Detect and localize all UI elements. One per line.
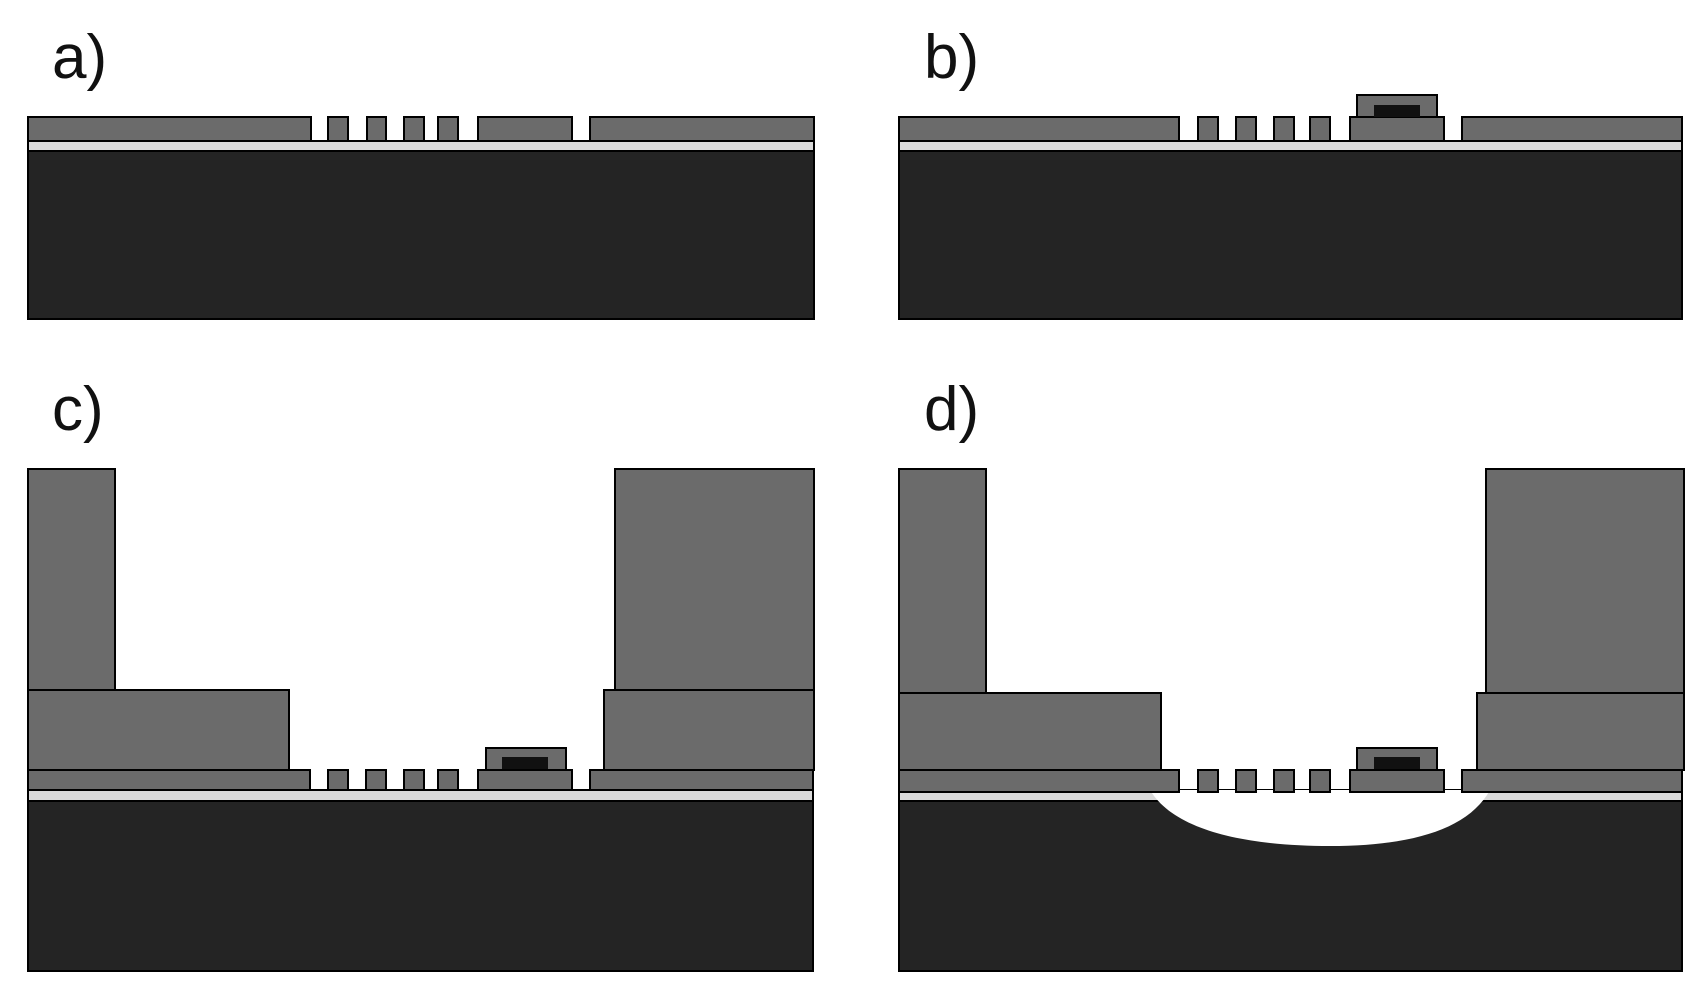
grating-tooth bbox=[365, 769, 387, 791]
grating-tooth bbox=[327, 116, 349, 142]
cladding-block-right bbox=[603, 689, 815, 771]
pillar-left bbox=[898, 468, 987, 694]
pillar-left bbox=[27, 468, 116, 691]
cladding-block-left bbox=[898, 692, 1162, 771]
substrate bbox=[898, 150, 1683, 320]
contact-core bbox=[502, 757, 548, 769]
panel-a: a) bbox=[27, 23, 815, 320]
cladding-block-right bbox=[1476, 692, 1685, 771]
device-layer-right bbox=[1461, 769, 1683, 793]
grating-tooth bbox=[1197, 769, 1219, 793]
device-layer-right bbox=[1461, 116, 1683, 142]
device-layer-left bbox=[27, 116, 312, 142]
oxide-layer bbox=[27, 140, 815, 152]
device-layer-left bbox=[27, 769, 311, 791]
pillar-right bbox=[1485, 468, 1685, 694]
grating-tooth bbox=[403, 116, 425, 142]
pillar-right bbox=[614, 468, 815, 691]
device-layer-middle bbox=[477, 116, 573, 142]
substrate bbox=[27, 800, 814, 972]
etched-cavity bbox=[1150, 790, 1490, 846]
oxide-layer bbox=[27, 789, 814, 802]
panel-d: d) bbox=[898, 375, 1685, 972]
grating-tooth bbox=[1273, 116, 1295, 142]
grating-tooth bbox=[1309, 769, 1331, 793]
panel-a-label: a) bbox=[52, 23, 107, 92]
oxide-layer bbox=[898, 140, 1683, 152]
grating-tooth bbox=[437, 769, 459, 791]
device-layer-right bbox=[589, 769, 814, 791]
device-layer-middle bbox=[477, 769, 573, 791]
grating-tooth bbox=[1273, 769, 1295, 793]
panel-c-label: c) bbox=[52, 375, 104, 444]
device-layer-middle bbox=[1349, 116, 1445, 142]
grating-tooth bbox=[1197, 116, 1219, 142]
substrate bbox=[27, 150, 815, 320]
grating-tooth bbox=[403, 769, 425, 791]
device-layer-right bbox=[589, 116, 815, 142]
grating-tooth bbox=[1235, 116, 1257, 142]
grating-tooth bbox=[1309, 116, 1331, 142]
panel-d-label: d) bbox=[924, 375, 979, 444]
panel-c: c) bbox=[27, 375, 815, 972]
grating-tooth bbox=[327, 769, 349, 791]
device-layer-left bbox=[898, 769, 1180, 793]
contact-core bbox=[1374, 105, 1420, 117]
panel-b-label: b) bbox=[924, 23, 979, 92]
grating-tooth bbox=[1235, 769, 1257, 793]
panel-b: b) bbox=[898, 23, 1683, 320]
grating-tooth bbox=[437, 116, 459, 142]
device-layer-middle bbox=[1349, 769, 1445, 793]
contact-core bbox=[1374, 757, 1420, 769]
device-layer-left bbox=[898, 116, 1180, 142]
grating-tooth bbox=[366, 116, 387, 142]
cladding-block-left bbox=[27, 689, 290, 771]
